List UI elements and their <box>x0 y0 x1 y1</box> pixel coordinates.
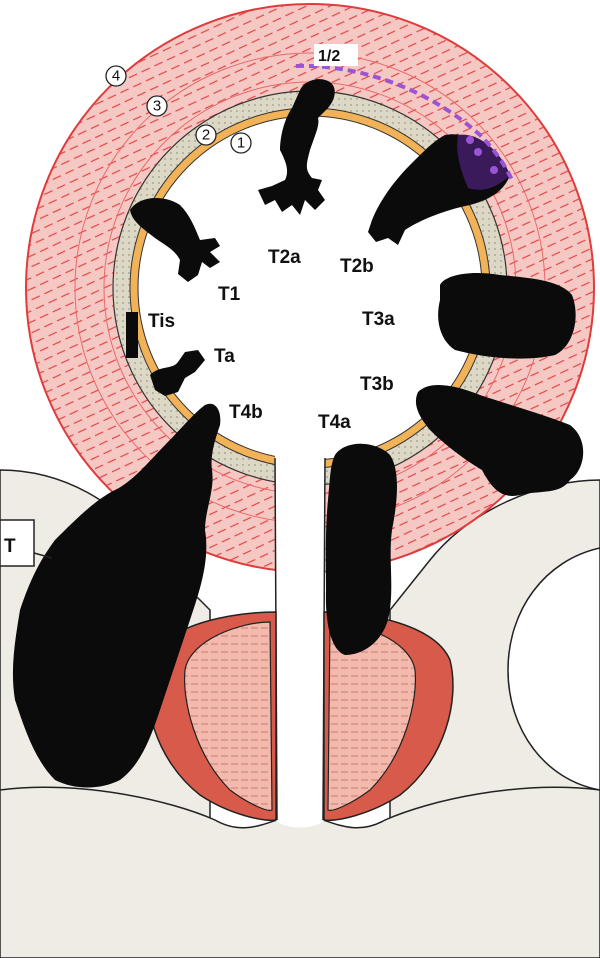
label-t2a: T2a <box>268 247 301 268</box>
svg-text:3: 3 <box>153 98 161 115</box>
layer-marker-3: 3 <box>147 96 167 116</box>
layer-marker-2: 2 <box>196 125 216 145</box>
depth-label: 1/2 <box>318 48 340 65</box>
urethra <box>275 440 325 828</box>
label-tis: Tis <box>148 311 175 332</box>
tumor-tis <box>126 312 138 358</box>
label-t4a: T4a <box>318 412 351 433</box>
label-t1: T1 <box>218 284 241 305</box>
tumor-t4a <box>326 444 397 655</box>
svg-text:4: 4 <box>112 68 120 85</box>
label-t2b: T2b <box>340 256 374 277</box>
tumor-t3a <box>438 273 576 359</box>
label-t3a: T3a <box>362 309 395 330</box>
svg-text:1: 1 <box>237 135 245 152</box>
label-t4b: T4b <box>229 402 263 423</box>
svg-text:2: 2 <box>202 127 210 144</box>
layer-marker-4: 4 <box>106 66 126 86</box>
label-ta: Ta <box>214 346 235 367</box>
label-t: T <box>4 536 16 557</box>
layer-marker-1: 1 <box>231 133 251 153</box>
label-t3b: T3b <box>360 374 394 395</box>
